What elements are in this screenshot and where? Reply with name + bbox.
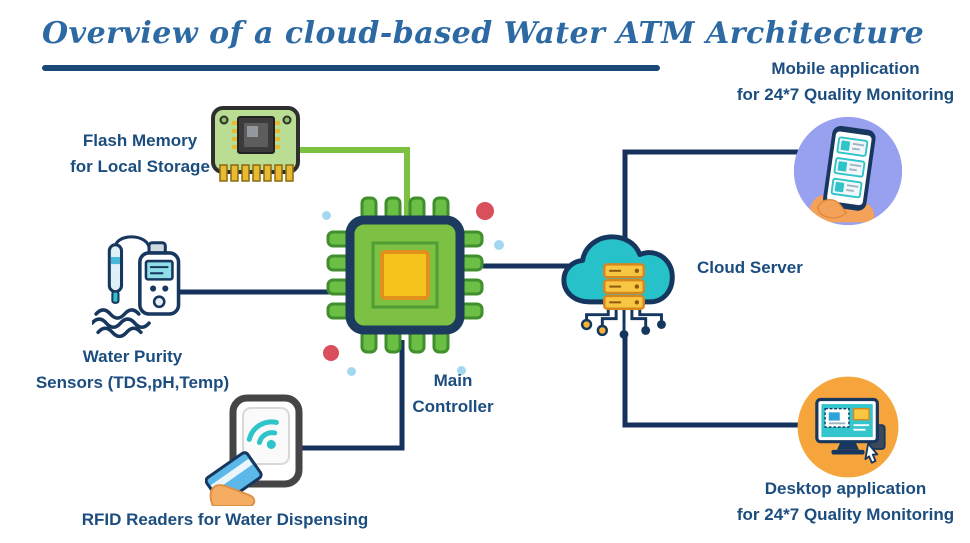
desktop-app-label: Desktop application for 24*7 Quality Mon… <box>713 476 970 529</box>
connector-cloud-to-desktop <box>622 332 812 428</box>
mobile-app-icon <box>791 114 905 228</box>
cloud-server-label: Cloud Server <box>697 258 827 278</box>
cloud-server-icon <box>556 222 694 362</box>
main-controller-label-line1: Main <box>433 371 473 390</box>
decorative-dot-blue-4 <box>457 366 466 375</box>
mobile-app-label-line1: Mobile application <box>771 59 920 78</box>
diagram-title: Overview of a cloud-based Water ATM Arch… <box>42 16 925 51</box>
water-sensors-label-line2: Sensors (TDS,pH,Temp) <box>35 373 230 393</box>
decorative-dot-blue-3 <box>347 367 356 376</box>
water-sensor-icon <box>92 232 204 340</box>
flash-memory-icon <box>208 103 303 193</box>
connector-cloud-to-mobile <box>622 149 812 240</box>
mobile-app-label: Mobile application for 24*7 Quality Moni… <box>713 56 970 109</box>
desktop-app-icon <box>793 372 903 482</box>
decorative-dot-red-2 <box>323 345 339 361</box>
flash-memory-label: Flash Memory for Local Storage <box>55 128 225 181</box>
cloud-server-label-line1: Cloud Server <box>697 258 803 277</box>
water-sensors-label: Water Purity Sensors (TDS,pH,Temp) <box>15 344 250 397</box>
rfid-reader-label-line1: RFID Readers for Water Dispensing <box>81 510 369 529</box>
title-underline <box>42 65 660 71</box>
mobile-app-label-line2: for 24*7 Quality Monitoring <box>736 85 955 105</box>
flash-memory-label-line2: for Local Storage <box>70 157 210 177</box>
main-controller-icon <box>320 190 490 360</box>
water-sensors-label-line1: Water Purity <box>82 347 183 366</box>
connector-flash-to-controller <box>290 147 410 228</box>
decorative-dot-blue-2 <box>494 240 504 250</box>
flash-memory-label-line1: Flash Memory <box>82 131 198 150</box>
desktop-app-label-line1: Desktop application <box>764 479 927 498</box>
decorative-dot-red-1 <box>476 202 494 220</box>
decorative-dot-blue-1 <box>322 211 331 220</box>
rfid-reader-label: RFID Readers for Water Dispensing <box>75 510 375 530</box>
main-controller-label-line2: Controller <box>412 397 494 417</box>
desktop-app-label-line2: for 24*7 Quality Monitoring <box>736 505 955 525</box>
main-controller-label: Main Controller <box>398 368 508 421</box>
rfid-reader-icon <box>205 394 305 506</box>
connector-rfid-to-controller <box>292 340 405 451</box>
